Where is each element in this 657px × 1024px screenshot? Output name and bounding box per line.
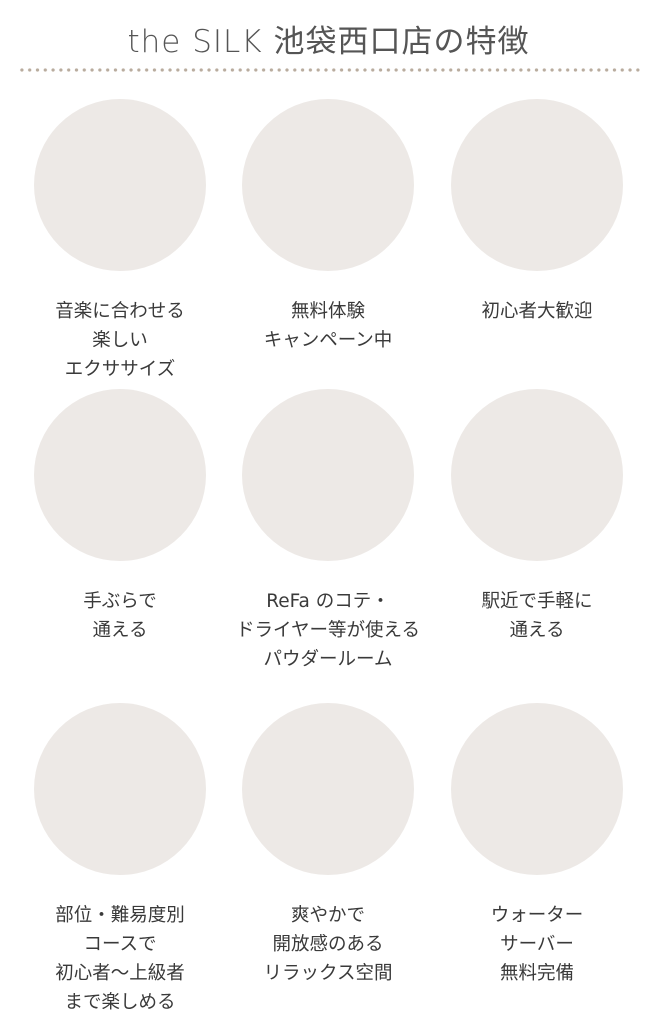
- dotted-divider: [18, 68, 640, 72]
- feature-label-line: サーバー: [500, 934, 574, 955]
- feature-label-line: まで楽しめる: [64, 992, 176, 1013]
- beginner-mark-icon: [451, 99, 623, 271]
- hair-dryer-icon: [242, 389, 414, 561]
- tshirt-yoga-mat-icon: [34, 389, 206, 561]
- feature-label-line: コースで: [83, 934, 157, 955]
- feature-label-line: 初心者〜上級者: [55, 963, 185, 984]
- feature-label-line: 通える: [509, 620, 565, 641]
- feature-label: 手ぶらで通える: [15, 587, 225, 645]
- feature-label-line: 手ぶらで: [83, 591, 157, 612]
- feature-label-line: ドライヤー等が使える: [236, 620, 420, 641]
- feature-label-line: 楽しい: [92, 330, 148, 351]
- feature-label-line: 無料完備: [499, 963, 574, 984]
- feature-label-line: 初心者大歓迎: [481, 301, 593, 322]
- feature-label-line: 無料体験: [290, 301, 365, 322]
- feature-label-line: 部位・難易度別: [55, 905, 185, 926]
- feature-label-line: エクササイズ: [64, 359, 176, 380]
- feature-label-line: 開放感のある: [272, 934, 384, 955]
- feature-label-line: 音楽に合わせる: [55, 301, 185, 322]
- feature-label: 無料体験キャンペーン中: [223, 297, 433, 355]
- feature-label: 部位・難易度別コースで初心者〜上級者まで楽しめる: [15, 901, 225, 1017]
- feature-label-line: キャンペーン中: [263, 330, 393, 351]
- feature-label-line: 駅近で手軽に: [481, 591, 593, 612]
- music-notes-icon: [34, 99, 206, 271]
- stairs-arrow-icon: [34, 703, 206, 875]
- water-server-icon: [451, 703, 623, 875]
- feature-label: 爽やかで開放感のあるリラックス空間: [223, 901, 433, 988]
- zero-yen-icon: [242, 99, 414, 271]
- feature-label-line: パウダールーム: [263, 649, 393, 670]
- feature-label-line: ウォーター: [490, 905, 584, 926]
- train-icon: [451, 389, 623, 561]
- feature-label-line: ReFa のコテ・: [266, 591, 390, 612]
- feature-label-line: 通える: [92, 620, 148, 641]
- feature-label: 初心者大歓迎: [432, 297, 642, 326]
- page-title: the SILK 池袋西口店の特徴: [127, 24, 530, 60]
- feature-label: ウォーターサーバー無料完備: [432, 901, 642, 988]
- feature-label-line: リラックス空間: [263, 963, 393, 984]
- feature-label: ReFa のコテ・ドライヤー等が使えるパウダールーム: [223, 587, 433, 674]
- feature-label-line: 爽やかで: [290, 905, 365, 926]
- sparkle-flowers-icon: [242, 703, 414, 875]
- feature-label: 音楽に合わせる楽しいエクササイズ: [15, 297, 225, 384]
- feature-label: 駅近で手軽に通える: [432, 587, 642, 645]
